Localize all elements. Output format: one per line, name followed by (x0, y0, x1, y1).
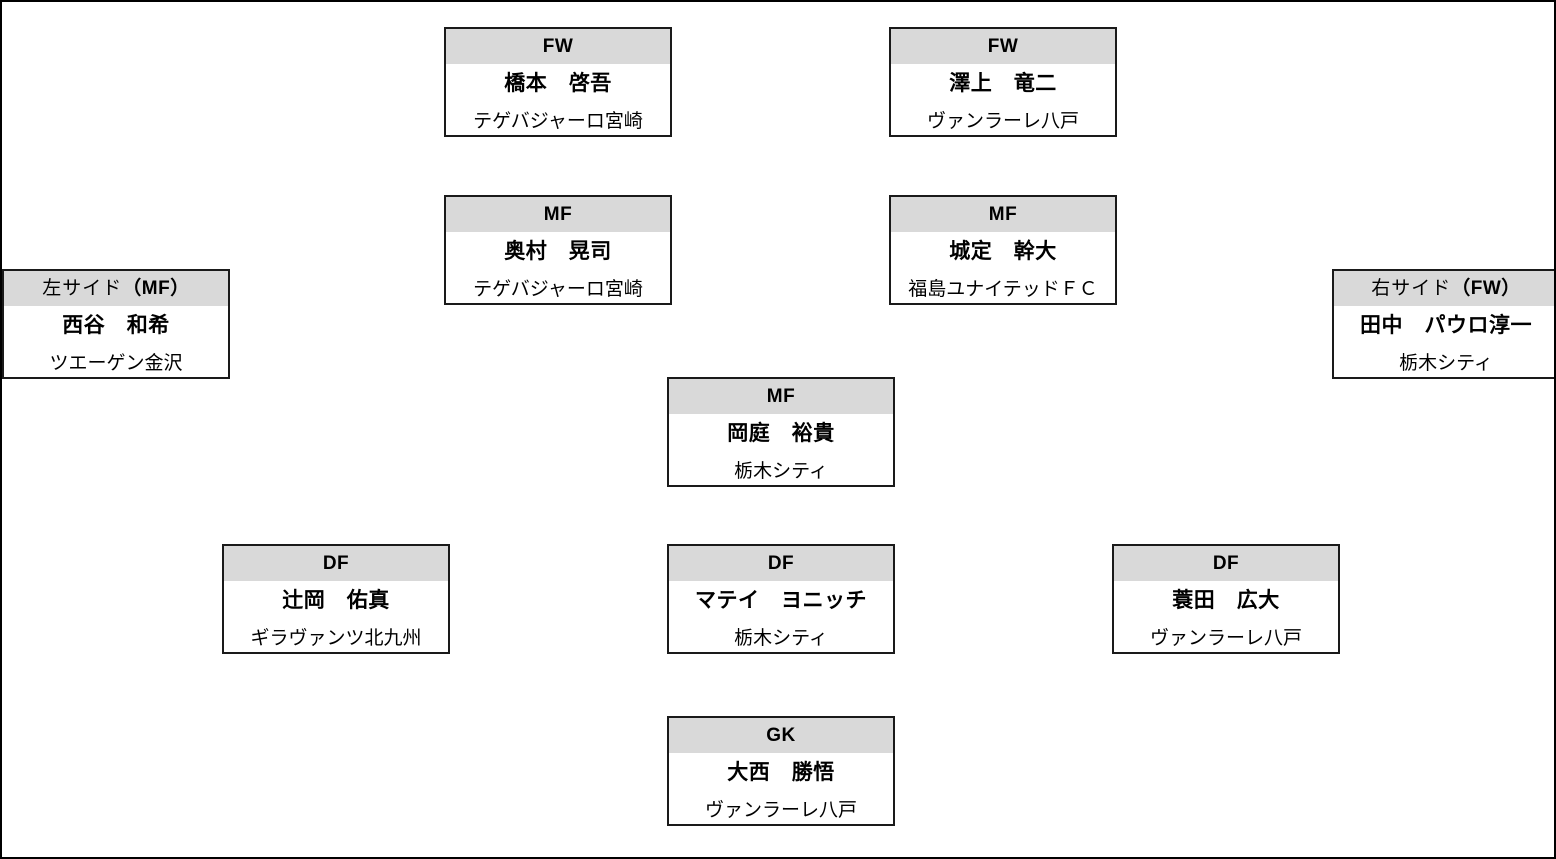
player-club: 栃木シティ (1399, 353, 1493, 374)
player-position-header: FW (446, 29, 670, 64)
player-card-gk[interactable]: GK 大西 勝悟ヴァンラーレ八戸 (667, 716, 895, 826)
player-name: 奥村 晃司 (504, 240, 612, 263)
player-position-label: DF (767, 553, 795, 574)
player-card-mf-right[interactable]: MF 城定 幹大福島ユナイテッドＦＣ (889, 195, 1117, 305)
player-card-df-left[interactable]: DF 辻岡 佑真ギラヴァンツ北九州 (222, 544, 450, 654)
player-position-label: （MF） (122, 278, 190, 299)
player-position-label: （FW） (1451, 278, 1521, 299)
player-position-label: FW (987, 36, 1019, 57)
player-position-header: 左サイド（MF） (4, 271, 228, 306)
player-name: 城定 幹大 (949, 240, 1057, 263)
player-position-prefix: 左サイド (42, 278, 123, 299)
player-position-header: DF (669, 546, 893, 581)
player-position-label: FW (542, 36, 574, 57)
player-name: 澤上 竜二 (949, 72, 1057, 95)
player-position-label: DF (1212, 553, 1240, 574)
player-card-mf-center[interactable]: MF 岡庭 裕貴栃木シティ (667, 377, 895, 487)
player-name: 岡庭 裕貴 (727, 422, 835, 445)
player-name: 蓑田 広大 (1172, 589, 1280, 612)
player-name: 辻岡 佑真 (282, 589, 390, 612)
player-club: 福島ユナイテッドＦＣ (908, 279, 1098, 300)
player-card-mf-left[interactable]: MF 奥村 晃司テゲバジャーロ宮崎 (444, 195, 672, 305)
player-card-side-left[interactable]: 左サイド（MF） 西谷 和希ツエーゲン金沢 (2, 269, 230, 379)
player-card-fw-left[interactable]: FW 橋本 啓吾テゲバジャーロ宮崎 (444, 27, 672, 137)
player-club: ツエーゲン金沢 (49, 353, 183, 374)
player-name: マテイ ヨニッチ (695, 589, 867, 612)
player-position-label: MF (988, 204, 1018, 225)
player-position-header: FW (891, 29, 1115, 64)
player-position-label: MF (766, 386, 796, 407)
player-club: テゲバジャーロ宮崎 (473, 111, 643, 132)
player-name: 西谷 和希 (62, 314, 170, 337)
player-club: 栃木シティ (734, 461, 828, 482)
player-position-header: MF (446, 197, 670, 232)
player-position-label: GK (766, 725, 796, 746)
player-card-side-right[interactable]: 右サイド（FW） 田中 パウロ淳一栃木シティ (1332, 269, 1554, 379)
player-position-header: 右サイド（FW） (1334, 271, 1554, 306)
player-position-header: MF (669, 379, 893, 414)
player-club: 栃木シティ (734, 628, 828, 649)
player-position-label: DF (322, 553, 350, 574)
player-position-header: DF (224, 546, 448, 581)
player-position-header: MF (891, 197, 1115, 232)
player-card-df-center[interactable]: DF マテイ ヨニッチ栃木シティ (667, 544, 895, 654)
player-club: ヴァンラーレ八戸 (1149, 628, 1302, 649)
player-position-prefix: 右サイド (1371, 278, 1452, 299)
player-card-fw-right[interactable]: FW 澤上 竜二ヴァンラーレ八戸 (889, 27, 1117, 137)
player-club: ヴァンラーレ八戸 (704, 800, 857, 821)
player-club: ギラヴァンツ北九州 (250, 628, 422, 649)
player-card-df-right[interactable]: DF 蓑田 広大ヴァンラーレ八戸 (1112, 544, 1340, 654)
player-name: 橋本 啓吾 (504, 72, 612, 95)
player-position-header: GK (669, 718, 893, 753)
player-club: テゲバジャーロ宮崎 (473, 279, 643, 300)
player-position-label: MF (543, 204, 573, 225)
player-position-header: DF (1114, 546, 1338, 581)
player-name: 田中 パウロ淳一 (1360, 314, 1532, 337)
player-name: 大西 勝悟 (727, 761, 835, 784)
player-club: ヴァンラーレ八戸 (926, 111, 1079, 132)
